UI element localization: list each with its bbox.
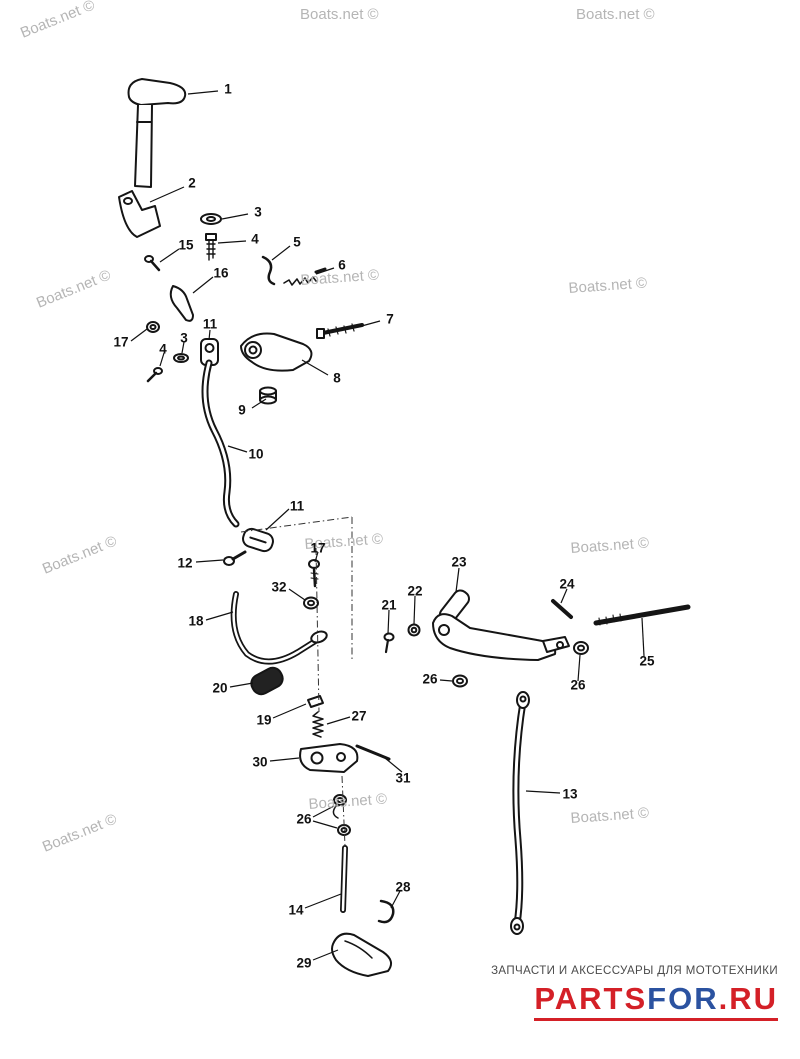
leader-lines: [130, 90, 645, 961]
part-17-nut: [146, 321, 160, 333]
part-number-label: 28: [395, 879, 411, 895]
part-1-handle: [127, 78, 187, 106]
part-31-pin: [355, 744, 391, 761]
part-number-label: 6: [338, 257, 346, 273]
part-number-label: 2: [188, 175, 196, 191]
part-number-label: 4: [251, 231, 259, 247]
part-number-label: 22: [407, 583, 423, 599]
footer-tagline: ЗАПЧАСТИ И АКСЕССУАРЫ ДЛЯ МОТОТЕХНИКИ: [491, 965, 778, 977]
part-number-label: 5: [293, 234, 301, 250]
part-number-label: 20: [212, 680, 228, 696]
part-25-rod: [593, 604, 691, 626]
footer: ЗАПЧАСТИ И АКСЕССУАРЫ ДЛЯ МОТОТЕХНИКИ PA…: [491, 965, 778, 1021]
part-number-label: 29: [296, 955, 312, 971]
part-4-screw: [205, 233, 217, 241]
part-number-label: 24: [559, 576, 575, 592]
part-number-label: 15: [178, 237, 194, 253]
part-number-label: 27: [351, 708, 367, 724]
part-6-spring: [283, 276, 317, 286]
part-7-bolt: [321, 323, 364, 335]
part-number-label: 3: [254, 204, 262, 220]
part-22-washer: [407, 623, 421, 637]
part-21-bolt: [383, 632, 395, 642]
part-3-washer: [200, 213, 222, 225]
watermark-boats-net: Boats.net ©: [576, 6, 655, 23]
logo-segment-for: FOR: [647, 981, 719, 1016]
part-20-sleeve: [250, 666, 284, 696]
part-26-nut: [452, 674, 468, 688]
part-number-label: 9: [238, 402, 246, 418]
part-number-label: 26: [296, 811, 312, 827]
part-19-clip: [307, 695, 324, 708]
assembly-centerlines: [240, 516, 353, 847]
part-number-label: 31: [395, 770, 411, 786]
part-1-shaft: [134, 104, 153, 188]
part-28-hook: [377, 899, 395, 924]
part-27-spring: [312, 711, 324, 738]
part-number-label: 30: [252, 754, 268, 770]
part-number-label: 11: [289, 498, 305, 514]
part-number-label: 25: [639, 653, 655, 669]
part-24-pin: [551, 599, 573, 619]
part-number-label: 3: [180, 330, 188, 346]
logo-segment-ru: .RU: [718, 981, 778, 1016]
part-number-label: 18: [188, 613, 204, 629]
part-29-bracket: [331, 932, 393, 977]
part-8-arm: [240, 332, 313, 372]
part-number-label: 32: [271, 579, 287, 595]
part-number-label: 8: [333, 370, 341, 386]
part-2-bracket: [118, 190, 161, 238]
part-32-nut: [303, 596, 319, 610]
part-number-label: 17: [113, 334, 129, 350]
part-number-label: 19: [256, 712, 272, 728]
part-16-lever: [169, 285, 194, 322]
part-number-label: 13: [562, 786, 578, 802]
part-number-label: 16: [213, 265, 229, 281]
part-number-label: 21: [381, 597, 397, 613]
part-number-label: 26: [422, 671, 438, 687]
part-number-label: 26: [570, 677, 586, 693]
part-30-bracket: [299, 743, 359, 773]
part-number-label: 17: [310, 540, 326, 556]
part-number-label: 4: [159, 341, 167, 357]
part-number-label: 1: [224, 81, 232, 97]
logo-segment-parts: PARTS: [534, 981, 648, 1016]
part-number-label: 10: [248, 446, 264, 462]
part-number-label: 11: [202, 316, 218, 332]
part-number-label: 14: [288, 902, 304, 918]
part-number-label: 12: [177, 555, 193, 571]
watermark-boats-net: Boats.net ©: [300, 6, 379, 23]
part-number-label: 7: [386, 311, 394, 327]
partsfor-logo: PARTSFOR.RU: [534, 983, 778, 1021]
part-number-label: 23: [451, 554, 467, 570]
part-5-clip: [261, 255, 276, 286]
